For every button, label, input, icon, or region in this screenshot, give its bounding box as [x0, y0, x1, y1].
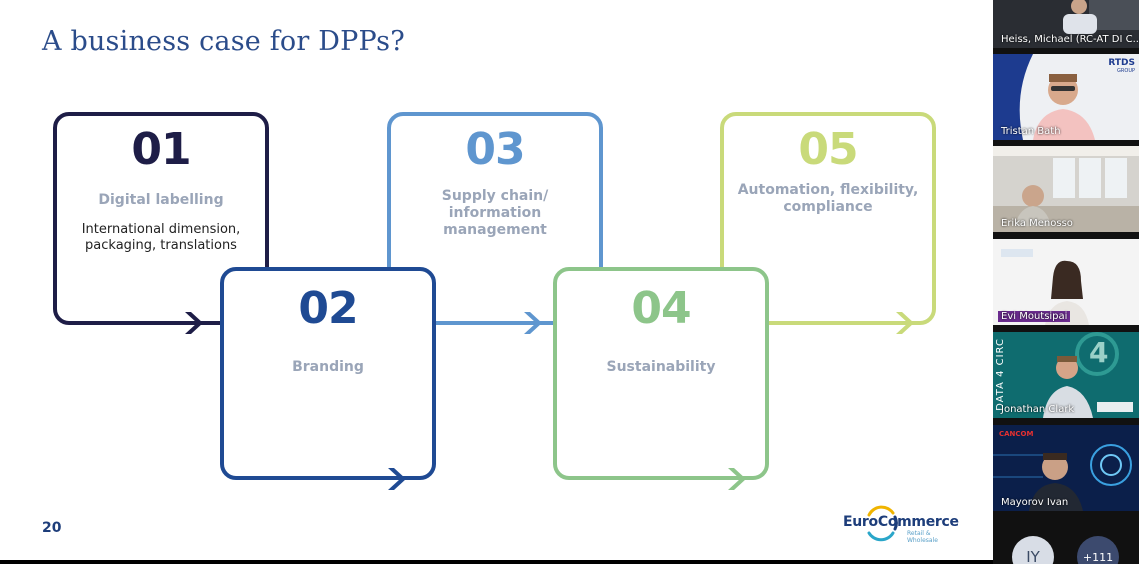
participant-name: Evi Moutsipai	[998, 311, 1071, 322]
company-logo-sub: GROUP	[1117, 68, 1135, 74]
participant-tile[interactable]: Evi Moutsipai	[993, 239, 1139, 325]
participant-video-icon	[993, 146, 1139, 232]
participant-name: Jonathan Clark	[1001, 404, 1075, 415]
participants-panel: Heiss, Michael (RC-AT DI C... RTDS GROUP…	[993, 0, 1139, 564]
chevron-right-icon	[185, 312, 203, 334]
chevron-right-icon	[524, 312, 542, 334]
step-heading-04: Sustainability	[606, 359, 716, 375]
participant-tile[interactable]: DATA 4 CIRC 4 Jonathan Clark	[993, 332, 1139, 418]
participant-avatar[interactable]: IY	[1012, 536, 1054, 564]
participant-name: Mayorov Ivan	[1001, 497, 1069, 508]
step-heading-03: Supply chain/ information management	[441, 188, 549, 238]
participant-tile[interactable]: Heiss, Michael (RC-AT DI C...	[993, 0, 1139, 48]
logo-name: EuroCommerce	[843, 514, 959, 530]
step-number-04: 04	[631, 283, 691, 334]
banner-number: 4	[1089, 336, 1109, 369]
step-detail-01: International dimension, packaging, tran…	[81, 222, 241, 253]
participant-name: Erika Menosso	[1001, 218, 1073, 229]
step-number-03: 03	[465, 124, 525, 175]
company-logo: RTDS	[1108, 58, 1135, 68]
logo-tagline: Retail & Wholesale	[907, 530, 938, 544]
step-number-01: 01	[131, 124, 191, 175]
banner-text: DATA 4 CIRC	[995, 338, 1006, 411]
participant-video-icon	[993, 332, 1139, 418]
chevron-right-icon	[728, 468, 746, 490]
step-heading-05: Automation, flexibility, compliance	[737, 182, 919, 215]
participant-video-icon	[993, 0, 1139, 48]
step-heading-02: Branding	[292, 359, 364, 375]
slide-title: A business case for DPPs?	[42, 26, 405, 57]
participant-video-icon	[993, 54, 1139, 140]
participant-video-icon	[993, 425, 1139, 511]
eurocommerce-logo: EuroCommerce Retail & Wholesale	[843, 503, 963, 544]
participant-name: Heiss, Michael (RC-AT DI C...	[1001, 34, 1139, 45]
company-logo: CANCOM	[999, 430, 1034, 438]
step-number-02: 02	[298, 283, 358, 334]
step-heading-01: Digital labelling	[98, 192, 224, 208]
step-number-05: 05	[798, 124, 858, 175]
presentation-slide: A business case for DPPs? 01 Digital lab…	[0, 0, 993, 560]
more-participants-button[interactable]: +111	[1077, 536, 1119, 564]
logo-ring-icon	[867, 505, 898, 542]
participant-tile[interactable]: RTDS GROUP Tristan Bath	[993, 54, 1139, 140]
chevron-right-icon	[388, 468, 406, 490]
slide-page-number: 20	[42, 520, 62, 536]
participant-tile[interactable]: Erika Menosso	[993, 146, 1139, 232]
chevron-right-icon	[896, 312, 914, 334]
participant-tile[interactable]: CANCOM Mayorov Ivan	[993, 425, 1139, 511]
step-box-04: 04 Sustainability	[553, 267, 769, 480]
step-box-02: 02 Branding	[220, 267, 436, 480]
step-box-01: 01 Digital labelling International dimen…	[53, 112, 269, 325]
participant-video-icon	[993, 239, 1139, 325]
participant-name: Tristan Bath	[1001, 126, 1061, 137]
